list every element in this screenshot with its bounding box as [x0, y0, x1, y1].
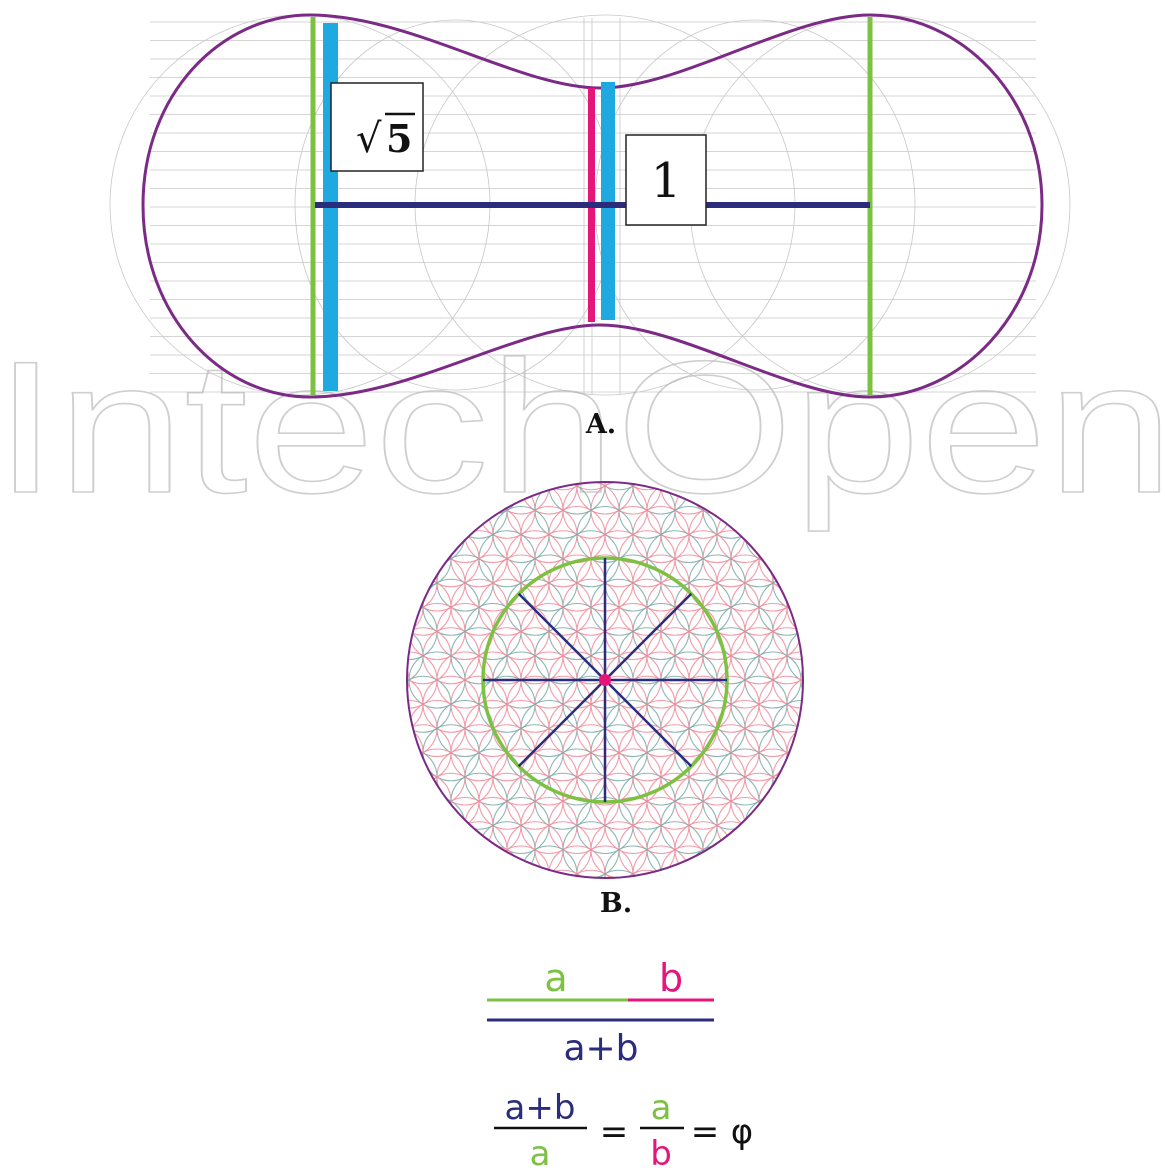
flower-circle — [800, 699, 803, 758]
flower-circle — [618, 482, 676, 491]
flower-circle — [407, 627, 424, 685]
unit-label: 1 — [651, 153, 682, 209]
eq-denominator-right: b — [650, 1134, 672, 1173]
flower-circle — [758, 530, 803, 588]
flower-circle — [562, 869, 620, 878]
flower-circle — [436, 796, 494, 855]
flower-circle — [492, 845, 550, 878]
flower-circle — [407, 651, 410, 709]
flower-circle — [786, 627, 803, 685]
flower-circle — [716, 796, 774, 855]
flower-circle — [407, 554, 438, 612]
eq-equals-2: = — [691, 1112, 720, 1152]
flower-circle — [772, 554, 803, 612]
flower-circle — [800, 651, 803, 709]
purple-outline — [141, 13, 1044, 399]
center-magenta-dot — [599, 674, 611, 686]
eq-equals-1: = — [600, 1112, 629, 1152]
flower-circle — [786, 675, 803, 733]
sqrt-value: 5 — [386, 116, 412, 161]
sqrt5-label-box — [330, 82, 424, 172]
flower-circle — [407, 772, 452, 830]
figure-a: √ 5 1 A. — [109, 13, 1071, 440]
flower-circle — [422, 821, 480, 878]
flower-circle — [744, 796, 802, 855]
flower-circle — [618, 869, 676, 878]
watermark-text: IntechOpen — [0, 322, 1165, 532]
flower-circle — [758, 772, 803, 830]
flower-circle — [646, 869, 704, 878]
figure-b-label: B. — [600, 888, 632, 919]
flower-circle — [702, 821, 760, 878]
flower-circle — [660, 845, 718, 878]
unit-label-box — [625, 134, 707, 226]
segment-a-label: a — [544, 956, 567, 1000]
flower-circle — [450, 821, 508, 878]
flower-circle — [534, 482, 592, 491]
flower-circle — [407, 530, 452, 588]
eq-numerator-right: a — [651, 1088, 672, 1128]
whole-label: a+b — [563, 1028, 638, 1069]
flower-circle — [407, 602, 410, 661]
eq-denominator-left: a — [530, 1134, 551, 1173]
segment-b-label: b — [659, 956, 683, 1000]
golden-ratio-diagram: a b a+b a+b a = a b = φ — [487, 956, 753, 1173]
outer-purple-circle — [406, 481, 804, 879]
sqrt-symbol: √ — [356, 116, 382, 162]
blue-bar-center — [601, 82, 615, 320]
flower-circle — [562, 482, 620, 491]
flower-circle — [408, 796, 466, 855]
figure-a-label: A. — [585, 409, 616, 440]
flower-circle — [407, 748, 438, 806]
flower-circle — [407, 675, 424, 733]
flower-circle — [772, 748, 803, 806]
flower-circle — [730, 821, 788, 878]
flower-circle — [590, 869, 648, 878]
flower-circle — [534, 869, 592, 878]
flower-circle — [506, 869, 564, 878]
flower-circle — [800, 602, 803, 661]
eq-phi: φ — [731, 1112, 753, 1152]
flower-circle — [407, 699, 410, 758]
flower-circle — [590, 482, 648, 491]
eq-numerator-left: a+b — [505, 1088, 576, 1128]
